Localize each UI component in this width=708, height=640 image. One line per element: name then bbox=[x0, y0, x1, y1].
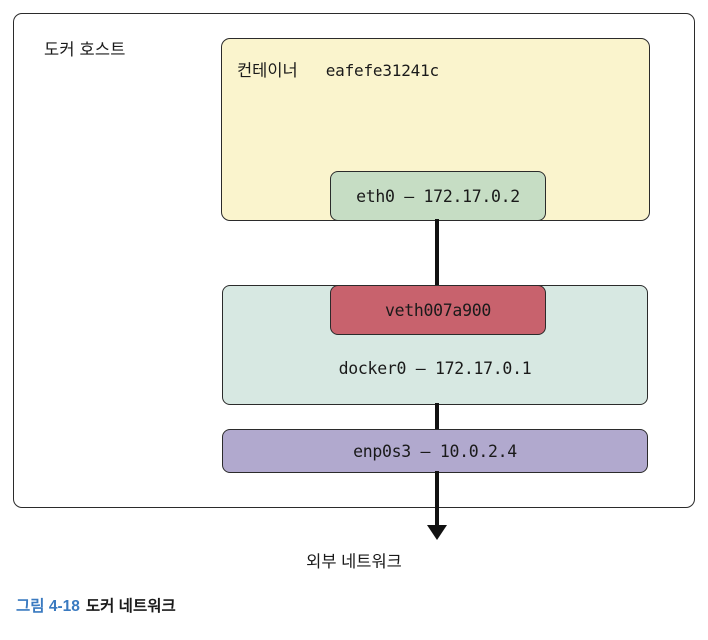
docker0-bridge-label: docker0 – 172.17.0.1 bbox=[338, 359, 532, 378]
container-label: 컨테이너 bbox=[237, 62, 298, 80]
host-nic-enp0s3: enp0s3 – 10.0.2.4 bbox=[222, 429, 648, 473]
figure-caption: 그림 4-18 도커 네트워크 bbox=[16, 594, 176, 616]
container-eth0-interface: eth0 – 172.17.0.2 bbox=[330, 171, 546, 221]
container-header: 컨테이너 eafefe31241c bbox=[237, 57, 439, 81]
container-id: eafefe31241c bbox=[325, 61, 439, 80]
arrow-down-icon bbox=[427, 525, 447, 540]
connector-enp0s3-to-external bbox=[435, 471, 439, 529]
connector-docker0-to-enp0s3 bbox=[435, 403, 439, 431]
figure-title: 도커 네트워크 bbox=[85, 598, 176, 615]
veth-interface: veth007a900 bbox=[330, 285, 546, 335]
docker-host-label: 도커 호스트 bbox=[44, 41, 126, 59]
figure-number: 그림 4-18 bbox=[16, 598, 80, 615]
external-network-label: 외부 네트워크 bbox=[306, 553, 402, 571]
connector-eth0-to-veth bbox=[435, 219, 439, 287]
